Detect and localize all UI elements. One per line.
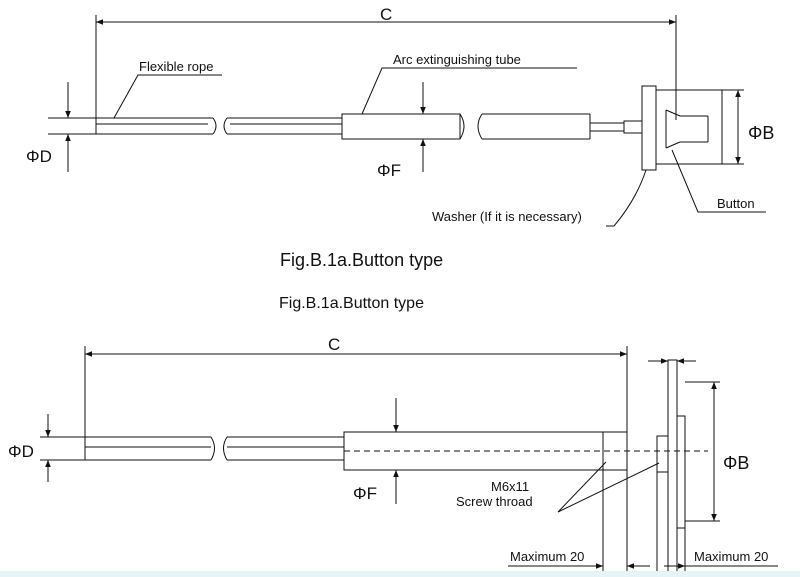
fig1-flexible-rope-leader (113, 74, 222, 119)
fig1-rope-segment-2 (223, 117, 342, 135)
fig1-button (665, 109, 709, 149)
fig2-label-phi-f: ΦF (353, 484, 377, 503)
fig2-label-screw-size: M6x11 (491, 479, 529, 494)
fig1-label-phi-f: ΦF (377, 161, 401, 180)
fig1-label-phi-d: ΦD (26, 147, 52, 166)
fig2-label-screw-thread: Screw throad (456, 494, 533, 509)
fig2-caption: Fig.B.1a.Button type (279, 295, 424, 312)
fig1-screw-stem (590, 120, 643, 134)
bottom-strip (0, 571, 800, 577)
fig2-label-c: C (328, 335, 340, 354)
fig2-plate-nut (676, 415, 686, 529)
fig2-screw-leader-1 (557, 461, 607, 513)
fig2-plate (667, 359, 678, 577)
figure1-button-type (48, 15, 766, 227)
fig2-label-phi-b: ΦB (723, 453, 749, 473)
fig1-label-flexible-rope: Flexible rope (139, 59, 213, 74)
fig1-caption: Fig.B.1a.Button type (280, 250, 443, 270)
fig1-washer (641, 85, 657, 171)
fig1-label-button: Button (717, 196, 755, 211)
fig1-label-c: C (380, 5, 392, 24)
fig2-label-phi-d: ΦD (8, 442, 34, 461)
fig1-tube-continuation (477, 113, 591, 140)
fig2-label-max-right: Maximum 20 (694, 549, 768, 564)
fig1-washer-leader (606, 169, 647, 227)
fig2-rope-segment-1 (85, 436, 215, 461)
fig2-screw-leader-2 (557, 462, 660, 513)
fig1-arc-tube-leader (361, 67, 577, 115)
fig1-button-housing (655, 89, 723, 165)
fig2-rope-segment-2 (223, 436, 344, 461)
fig1-label-washer: Washer (If it is necessary) (432, 209, 582, 224)
fig1-arc-tube (341, 113, 465, 140)
fig1-rope-segment-1 (95, 117, 217, 135)
fig2-washer (656, 435, 669, 473)
fig2-label-max-left: Maximum 20 (510, 549, 584, 564)
figure2-screw-type (40, 346, 778, 577)
fig1-label-arc-tube: Arc extinguishing tube (393, 52, 521, 67)
fig1-label-phi-b: ΦB (748, 123, 774, 143)
fig1-button-leader (671, 149, 766, 213)
